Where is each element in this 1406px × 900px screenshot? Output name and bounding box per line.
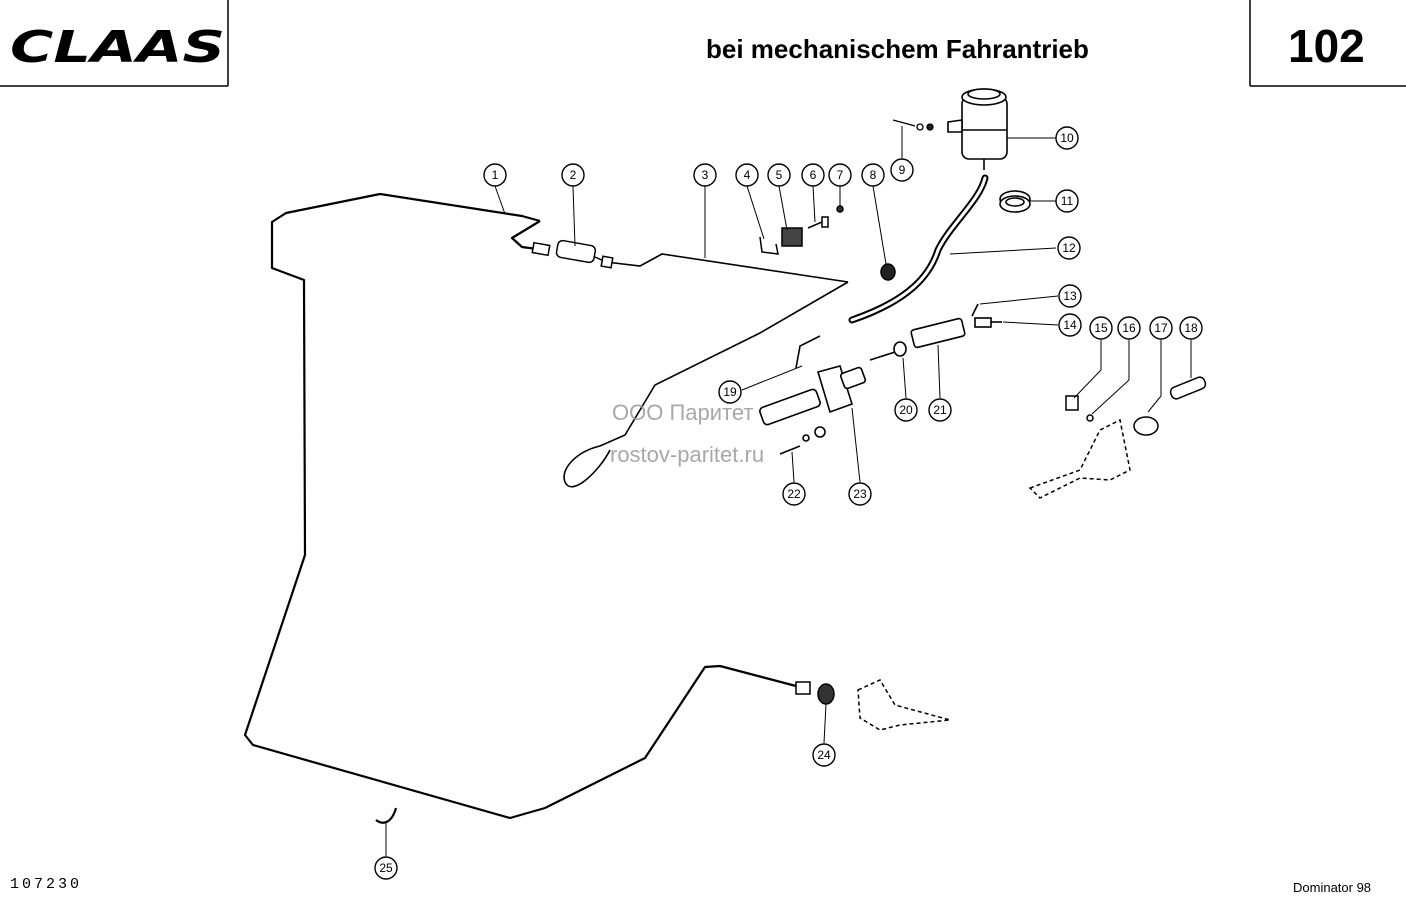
model-name: Dominator 98	[1293, 880, 1371, 895]
part-24-fitting	[795, 679, 951, 731]
callout-11: 11	[1061, 194, 1074, 208]
part-12-hose	[848, 174, 989, 324]
callout-circles	[374, 126, 1203, 880]
callout-14: 14	[1063, 318, 1077, 332]
brand-logo: CLAAS	[10, 22, 225, 73]
callout-6: 6	[810, 168, 817, 182]
callout-7: 7	[837, 168, 844, 182]
parts-19-23-bracket	[759, 335, 867, 455]
part-25-clip	[375, 807, 398, 824]
part-11-seal	[999, 190, 1031, 213]
watermark-line-2: rostov-paritet.ru	[610, 442, 764, 467]
callout-25: 25	[379, 861, 393, 875]
callout-22: 22	[787, 487, 801, 501]
part-9-screw	[892, 119, 934, 131]
callout-23: 23	[853, 487, 867, 501]
drawing-number: 107230	[10, 876, 82, 893]
part-8-nut	[880, 263, 896, 281]
callout-18: 18	[1184, 321, 1198, 335]
pipe-3	[563, 253, 849, 488]
page-title: bei mechanischem Fahrantrieb	[706, 34, 1089, 64]
callout-12: 12	[1062, 241, 1076, 255]
callout-16: 16	[1122, 321, 1136, 335]
header-frame	[0, 0, 1406, 87]
part-10-reservoir	[947, 88, 1008, 170]
leader-lines	[385, 126, 1192, 856]
callout-2: 2	[570, 168, 577, 182]
watermark: ООО Паритет rostov-paritet.ru	[610, 400, 764, 467]
parts-13-14-pin-bolt	[971, 303, 1002, 328]
part-21-cylinder	[869, 317, 966, 361]
callout-4: 4	[744, 168, 751, 182]
part-2-coupling	[531, 239, 614, 269]
callout-8: 8	[870, 168, 877, 182]
watermark-line-1: ООО Паритет	[612, 400, 753, 425]
callout-1: 1	[492, 168, 499, 182]
callout-5: 5	[776, 168, 783, 182]
callout-21: 21	[933, 403, 947, 417]
parts-4-7-clamp	[759, 205, 844, 255]
callout-15: 15	[1094, 321, 1108, 335]
page-number: 102	[1288, 20, 1365, 72]
callout-17: 17	[1154, 321, 1168, 335]
parts-15-18-fittings	[1028, 376, 1207, 499]
callout-24: 24	[817, 748, 831, 762]
callout-10: 10	[1060, 131, 1074, 145]
callout-3: 3	[702, 168, 709, 182]
callout-labels: 1 2 3 4 5 6 7 8 9 10 11 12 13 14 15 16 1…	[379, 131, 1198, 875]
callout-13: 13	[1063, 289, 1077, 303]
hydraulic-pipe	[243, 192, 797, 820]
callout-20: 20	[899, 403, 913, 417]
callout-9: 9	[899, 163, 906, 177]
callout-19: 19	[723, 385, 737, 399]
